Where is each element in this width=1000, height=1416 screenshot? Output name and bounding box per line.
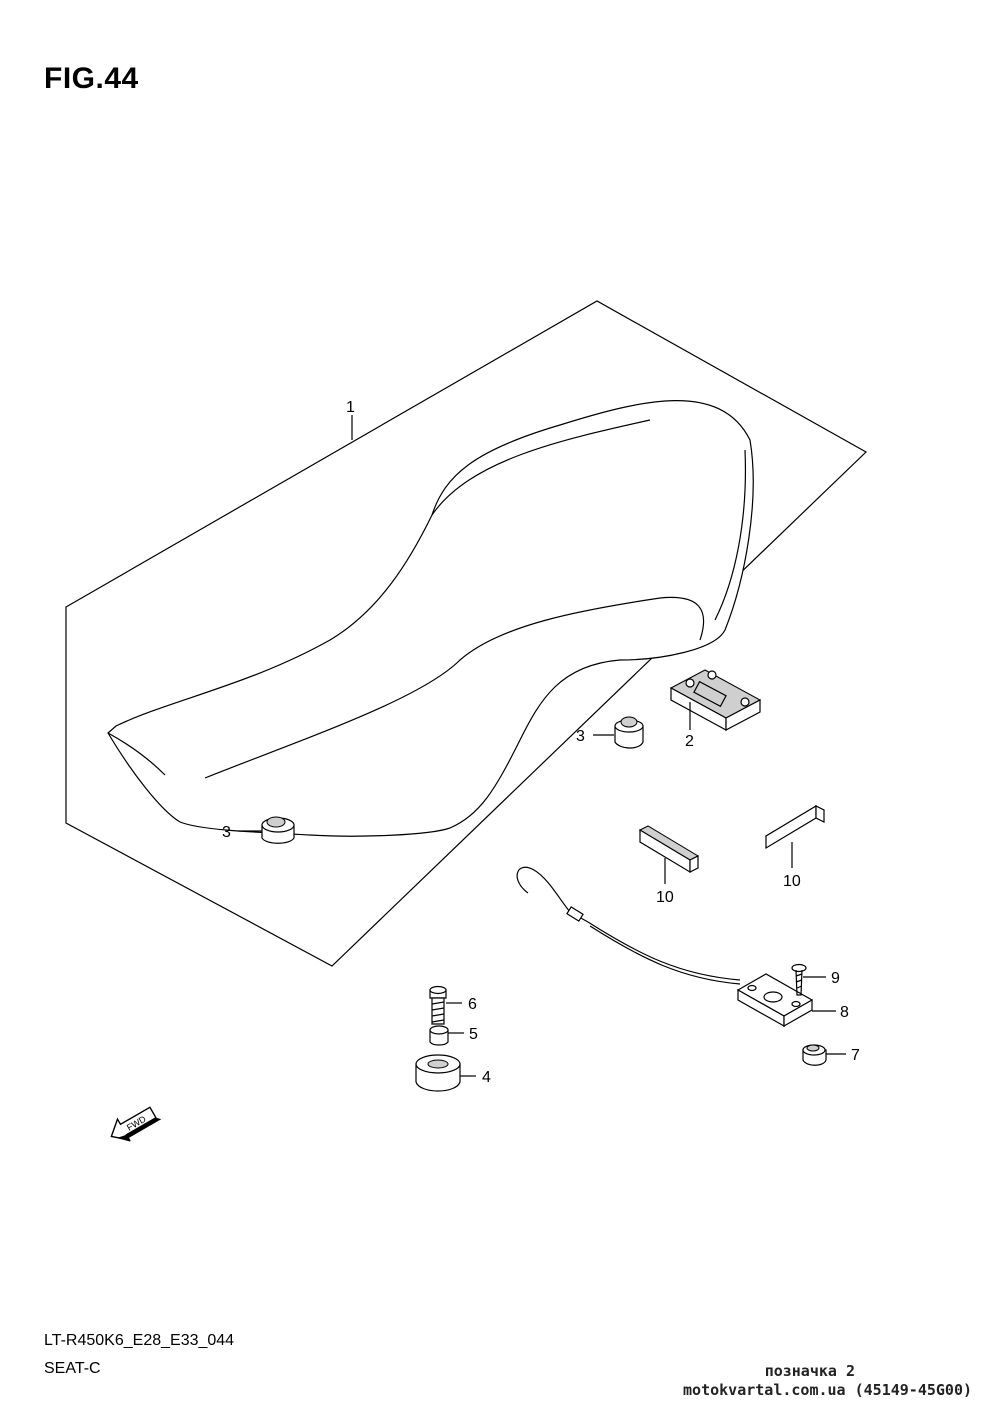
callout-spacer: 4 <box>482 1069 491 1086</box>
leader-lines <box>238 415 846 1077</box>
seat-part[interactable] <box>107 400 754 837</box>
callout-band-right: 10 <box>783 873 801 890</box>
seat-cable-part[interactable] <box>516 866 741 985</box>
callout-bolt: 6 <box>468 996 477 1013</box>
band-part-right[interactable] <box>764 804 826 850</box>
cable-holder-part[interactable] <box>736 973 814 1028</box>
cushion-part-upper[interactable] <box>614 716 644 749</box>
callout-band-left: 10 <box>656 889 674 906</box>
bolt-part[interactable] <box>429 985 447 1025</box>
callout-seat: 1 <box>346 399 355 416</box>
callout-seat-lock: 2 <box>685 733 694 750</box>
callout-cable-holder: 8 <box>840 1004 849 1021</box>
collar-part[interactable] <box>429 1025 449 1046</box>
callout-collar: 5 <box>469 1026 478 1043</box>
watermark-label: позначка 2 <box>764 1362 855 1380</box>
callout-screw: 9 <box>831 970 840 987</box>
screw-part[interactable] <box>791 963 807 996</box>
spacer-part[interactable] <box>415 1054 461 1092</box>
callout-cushion-upper: 3 <box>576 728 585 745</box>
watermark-site: motokvartal.com.ua (45149-45G00) <box>683 1381 972 1399</box>
seat-assembly-outline <box>65 300 867 967</box>
figure-title: FIG.44 <box>44 62 139 95</box>
footer-section-name: SEAT-C <box>44 1360 101 1377</box>
seat-lock-part[interactable] <box>669 669 762 732</box>
cushion-part-small[interactable] <box>802 1044 827 1066</box>
band-part-left[interactable] <box>638 825 700 874</box>
cushion-part-lower[interactable] <box>261 816 295 844</box>
fwd-arrow-icon: FWD <box>110 1106 162 1142</box>
callout-cushion-small: 7 <box>851 1047 860 1064</box>
callout-cushion-lower: 3 <box>222 824 231 841</box>
footer-model-code: LT-R450K6_E28_E33_044 <box>44 1332 235 1349</box>
